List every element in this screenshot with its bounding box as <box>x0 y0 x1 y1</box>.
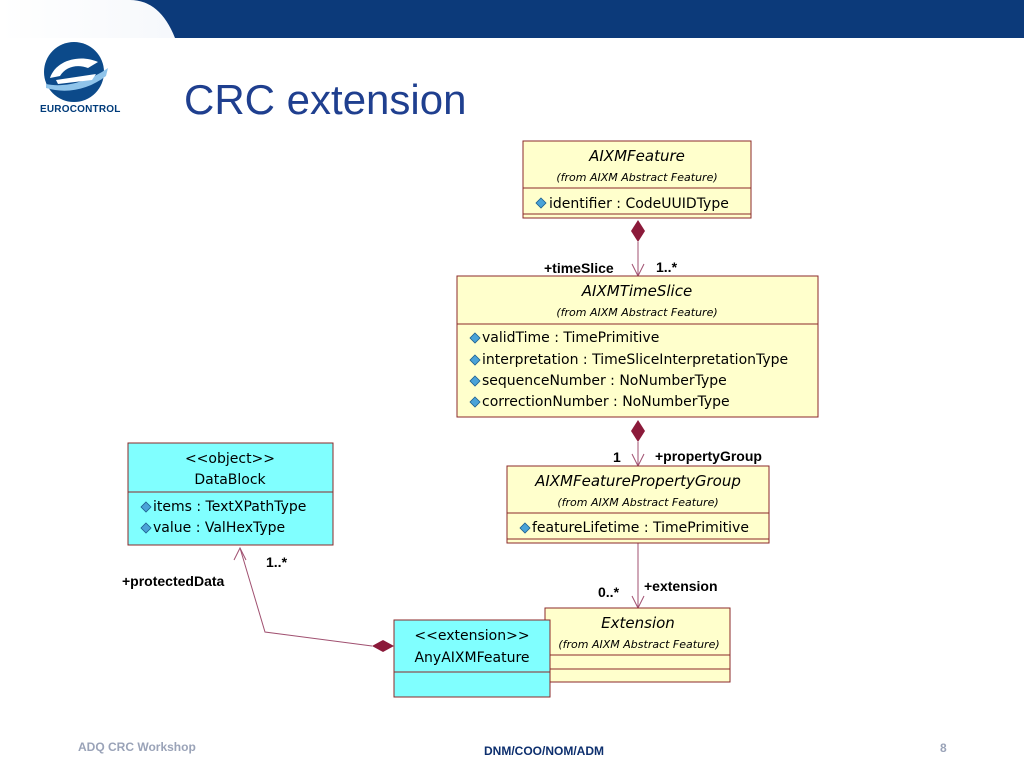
page-number: 8 <box>940 741 947 755</box>
attribute: items : TextXPathType <box>153 499 306 515</box>
multiplicity-label: 1 <box>613 449 621 465</box>
attribute: interpretation : TimeSliceInterpretation… <box>482 352 788 368</box>
class-aixm-timeslice: AIXMTimeSlice (from AIXM Abstract Featur… <box>456 275 819 418</box>
class-name: AIXMFeature <box>588 147 685 165</box>
class-name: AIXMFeaturePropertyGroup <box>534 472 741 490</box>
class-stereotype: <<object>> <box>185 451 275 467</box>
page-title: CRC extension <box>184 76 467 123</box>
role-label: +protectedData <box>122 573 225 589</box>
class-any-aixm-feature: <<extension>> AnyAIXMFeature <box>393 619 551 698</box>
header-bar <box>0 0 1024 38</box>
class-package: (from AIXM Abstract Feature) <box>556 306 717 319</box>
association-labels: +timeSlice 1..* 1 +propertyGroup 0..* +e… <box>122 259 762 600</box>
role-label: +extension <box>644 578 718 594</box>
attribute: validTime : TimePrimitive <box>482 330 659 346</box>
navigability-arrow <box>233 546 247 561</box>
class-package: (from AIXM Abstract Feature) <box>556 171 717 184</box>
class-name: DataBlock <box>194 472 266 488</box>
class-name: AIXMTimeSlice <box>581 282 692 300</box>
attribute: featureLifetime : TimePrimitive <box>532 520 749 536</box>
eurocontrol-logo <box>44 42 108 102</box>
attribute: value : ValHexType <box>153 520 285 536</box>
attribute: sequenceNumber : NoNumberType <box>482 373 727 389</box>
composition-diamond <box>631 420 645 442</box>
role-label: +propertyGroup <box>655 448 762 464</box>
multiplicity-label: 1..* <box>656 259 678 275</box>
attribute: identifier : CodeUUIDType <box>549 196 729 212</box>
multiplicity-label: 1..* <box>266 554 288 570</box>
multiplicity-label: 0..* <box>598 584 620 600</box>
class-aixm-feature: AIXMFeature (from AIXM Abstract Feature)… <box>522 140 752 219</box>
attribute: correctionNumber : NoNumberType <box>482 394 730 410</box>
class-name: Extension <box>601 614 675 632</box>
class-package: (from AIXM Abstract Feature) <box>557 496 718 509</box>
class-datablock: <<object>> DataBlock items : TextXPathTy… <box>127 442 334 546</box>
class-package: (from AIXM Abstract Feature) <box>558 638 719 651</box>
footer-left: ADQ CRC Workshop <box>78 740 196 754</box>
footer-center: DNM/COO/NOM/ADM <box>484 744 604 758</box>
logo-text: EUROCONTROL <box>40 104 121 115</box>
composition-diamond <box>372 640 394 652</box>
class-stereotype: <<extension>> <box>414 628 529 644</box>
association-lines <box>239 242 639 647</box>
class-extension: Extension (from AIXM Abstract Feature) <box>544 607 731 683</box>
role-label: +timeSlice <box>544 260 614 276</box>
composition-diamond <box>631 220 645 242</box>
class-name: AnyAIXMFeature <box>414 650 529 666</box>
class-aixm-feature-property-group: AIXMFeaturePropertyGroup (from AIXM Abst… <box>506 465 770 544</box>
